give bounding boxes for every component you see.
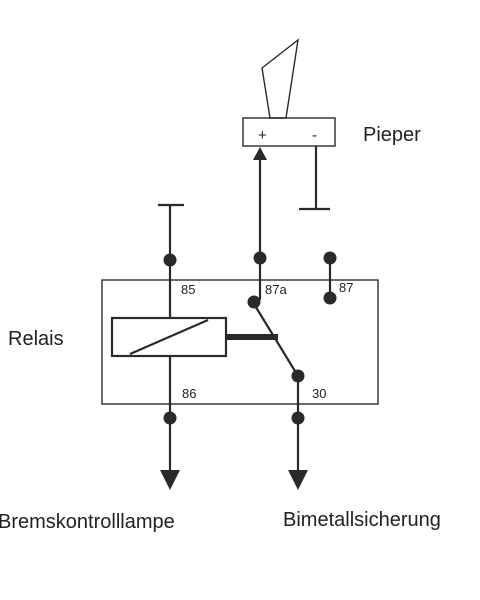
dot-87-inner bbox=[323, 291, 337, 305]
pin-87a-label: 87a bbox=[265, 282, 287, 297]
dot-85-outer bbox=[163, 253, 177, 267]
buzzer: + - Pieper bbox=[242, 38, 421, 147]
arrow-down-icon bbox=[288, 470, 308, 490]
pin-30-label: 30 bbox=[312, 386, 326, 401]
wire-30-to-fuse bbox=[288, 418, 308, 490]
buzzer-label: Pieper bbox=[363, 124, 421, 146]
buzzer-body bbox=[242, 117, 336, 147]
buzzer-horn-icon bbox=[261, 38, 299, 119]
wire-85-terminal bbox=[158, 203, 184, 260]
fuse-label: Bimetallsicherung bbox=[283, 509, 441, 531]
relay-label: Relais bbox=[8, 328, 64, 350]
dot-87a-inner bbox=[247, 295, 261, 309]
arrow-up-icon bbox=[253, 147, 267, 160]
wire-86-to-lamp bbox=[160, 418, 180, 490]
buzzer-plus-terminal: + bbox=[258, 127, 267, 144]
pin-86-label: 86 bbox=[182, 386, 196, 401]
buzzer-minus-terminal: - bbox=[312, 127, 317, 144]
relay: Relais 85 87a 87 86 30 bbox=[8, 258, 379, 418]
switch-blade bbox=[253, 303, 299, 377]
dot-30-inner bbox=[291, 369, 305, 383]
dot-87a-outer bbox=[253, 251, 267, 265]
coil-diagonal bbox=[129, 318, 209, 356]
wire-87a-to-buzzer bbox=[253, 147, 267, 258]
brake-lamp-label: Bremskontrolllampe bbox=[0, 511, 175, 533]
pin-87-label: 87 bbox=[339, 280, 353, 295]
connection-dots bbox=[163, 251, 337, 425]
arrow-down-icon bbox=[160, 470, 180, 490]
dot-87-outer bbox=[323, 251, 337, 265]
pin-85-label: 85 bbox=[181, 282, 195, 297]
buzzer-ground bbox=[299, 146, 330, 211]
relay-housing bbox=[101, 279, 379, 405]
